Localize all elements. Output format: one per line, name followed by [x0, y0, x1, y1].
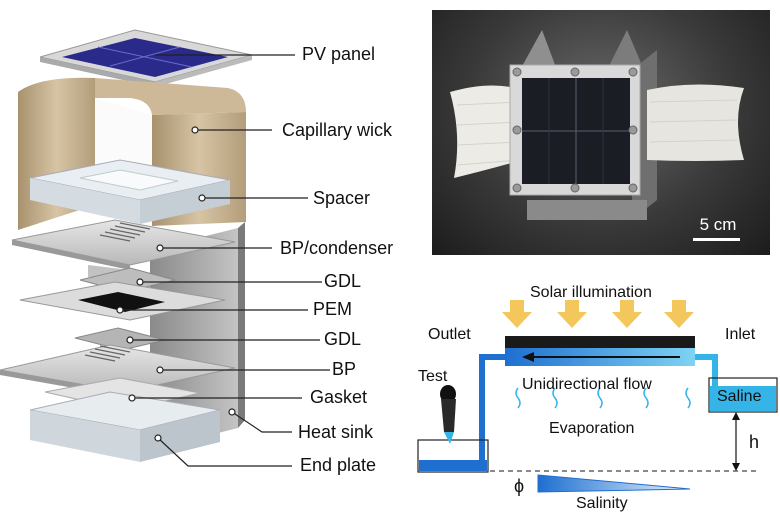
salinity-wedge: [537, 474, 691, 493]
heat-sink-layer: [238, 222, 245, 428]
evaporation-label: Evaporation: [549, 420, 635, 437]
outlet-label: Outlet: [428, 326, 471, 343]
wick-fabric: [450, 85, 522, 178]
saline-reservoir: [710, 386, 776, 411]
dropper-icon: [440, 385, 456, 444]
saline-label: Saline: [717, 388, 762, 405]
label-bp: BP: [332, 359, 357, 379]
label-spacer: Spacer: [313, 188, 371, 208]
inlet-pipe: [695, 354, 718, 387]
inlet-label: Inlet: [725, 326, 756, 343]
sun-arrows: [502, 300, 694, 328]
solar-illumination-label: Solar illumination: [530, 284, 652, 301]
phi-label: ϕ: [514, 476, 525, 496]
end-plate-layer: [29, 391, 221, 462]
exploded-stack-diagram: [0, 29, 330, 467]
salinity-label: Salinity: [576, 495, 628, 512]
label-bp-condenser: BP/condenser: [280, 238, 394, 258]
label-pv-panel: PV panel: [302, 44, 376, 64]
bp-layer: [0, 344, 236, 397]
collector-water: [419, 460, 487, 471]
scale-bar-label: 5 cm: [699, 215, 737, 234]
flow-label: Unidirectional flow: [522, 376, 652, 393]
scale-bar: [693, 238, 740, 241]
test-label: Test: [418, 368, 448, 385]
height-label: h: [749, 432, 760, 452]
device-photo: [432, 10, 770, 255]
label-gdl-bottom: GDL: [324, 329, 362, 349]
spacer-layer: [29, 159, 231, 224]
pv-panel-layer: [39, 29, 253, 87]
label-gasket: Gasket: [310, 387, 368, 407]
outlet-pipe: [479, 354, 505, 468]
label-heat-sink: Heat sink: [298, 422, 374, 442]
label-gdl-top: GDL: [324, 271, 362, 291]
evaporation-waves: [515, 387, 691, 409]
label-end-plate: End plate: [300, 455, 377, 475]
pv-panel-bar: [505, 336, 695, 348]
label-pem: PEM: [313, 299, 353, 319]
flow-schematic: [417, 300, 778, 493]
label-capillary-wick: Capillary wick: [282, 120, 393, 140]
